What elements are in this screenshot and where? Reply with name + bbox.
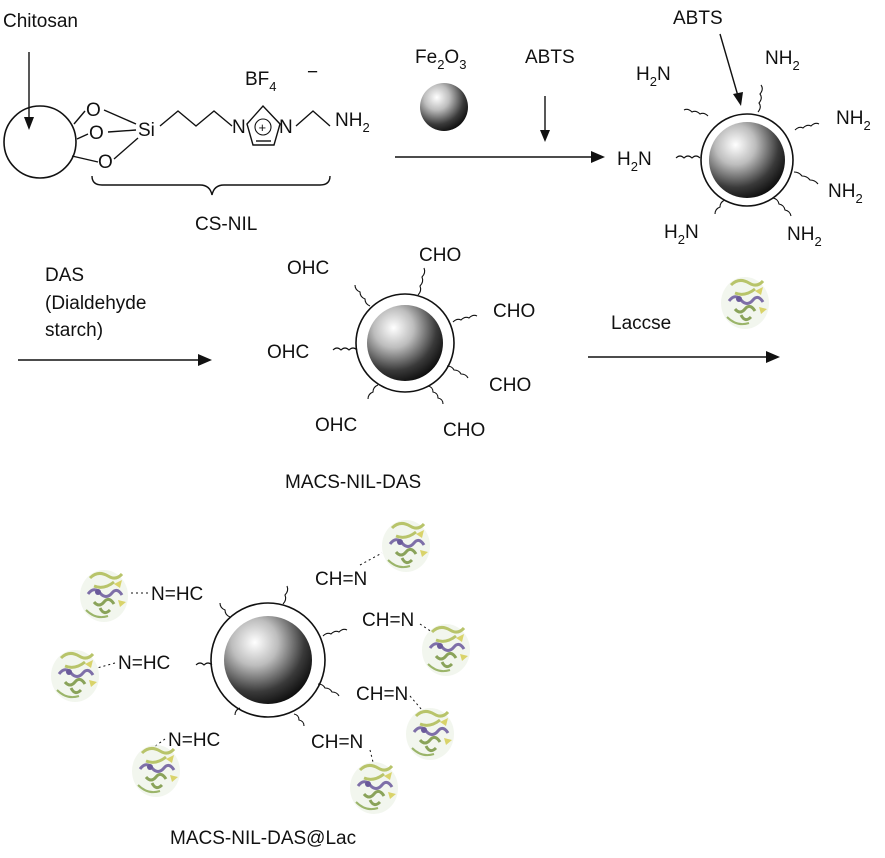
chitosan-pointer-arrowhead: [24, 117, 34, 130]
imine-group-label: CH=N: [356, 684, 408, 705]
amine-group-label: NH2: [765, 48, 800, 73]
das-label: DAS: [45, 265, 84, 286]
oxygen-atom: O: [89, 123, 104, 144]
imine-group-label: N=HC: [118, 653, 170, 674]
imidazolium-ring: [246, 104, 281, 146]
chitosan-bead: [3, 105, 77, 179]
das-description-line2: starch): [45, 320, 103, 341]
amine-group-label: H2N: [636, 64, 671, 89]
imine-group-label: CH=N: [311, 732, 363, 753]
oxygen-atom: O: [86, 100, 101, 121]
silicon-atom: Si: [138, 120, 155, 141]
laccase-enzyme-icon: [719, 275, 771, 331]
imine-group-label: N=HC: [151, 584, 203, 605]
nitrogen-atom: N: [232, 117, 246, 138]
imine-group-label: CH=N: [362, 610, 414, 631]
laccase-enzyme-icon: [49, 648, 101, 704]
imine-group-label: CH=N: [315, 569, 367, 590]
abts-pointer-arrow: [719, 33, 739, 97]
aldehyde-group-label: OHC: [315, 415, 357, 436]
amine-group-label: NH2: [828, 181, 863, 206]
amine-group-label: H2N: [664, 222, 699, 247]
macs-nil-das-lac-label: MACS-NIL-DAS@Lac: [170, 828, 356, 849]
cs-nil-label: CS-NIL: [195, 214, 257, 235]
amine-group-label: H2N: [617, 149, 652, 174]
negative-charge-sign: −: [307, 62, 318, 83]
propyl-chain: [159, 110, 233, 127]
tetrafluoroborate-label: BF4: [245, 69, 277, 94]
fe2o3-nanoparticle: [420, 83, 468, 131]
aldehyde-group-label: CHO: [489, 375, 531, 396]
oxygen-atom: O: [98, 152, 113, 173]
laccase-enzyme-icon: [130, 743, 182, 799]
positive-charge-circle: [254, 118, 272, 136]
aldehyde-group-label: CHO: [443, 420, 485, 441]
abts-top-label: ABTS: [673, 8, 723, 29]
laccase-enzyme-icon: [348, 760, 400, 816]
amine-group-label: NH2: [787, 224, 822, 249]
aldehyde-group-label: CHO: [493, 301, 535, 322]
das-description-line1: (Dialdehyde: [45, 293, 146, 314]
laccase-label: Laccse: [611, 313, 671, 334]
laccase-enzyme-icon: [404, 706, 456, 762]
nitrogen-atom: N: [279, 117, 293, 138]
amine-group-label: NH2: [836, 108, 871, 133]
aldehyde-group-label: OHC: [267, 342, 309, 363]
fe2o3-label: Fe2O3: [415, 47, 466, 72]
macs-nil-das-label: MACS-NIL-DAS: [285, 472, 421, 493]
abts-arrow-label: ABTS: [525, 47, 575, 68]
laccase-enzyme-icon: [420, 622, 472, 678]
chitosan-label: Chitosan: [3, 11, 78, 32]
aldehyde-group-label: OHC: [287, 258, 329, 279]
laccase-enzyme-icon: [78, 568, 130, 624]
terminal-amine: NH2: [335, 110, 370, 135]
cs-nil-brace: [91, 175, 331, 196]
ethyl-chain: [295, 110, 331, 127]
imine-group-label: N=HC: [168, 730, 220, 751]
aldehyde-group-label: CHO: [419, 245, 461, 266]
laccase-enzyme-icon: [380, 518, 432, 574]
positive-charge-sign: +: [259, 120, 267, 135]
